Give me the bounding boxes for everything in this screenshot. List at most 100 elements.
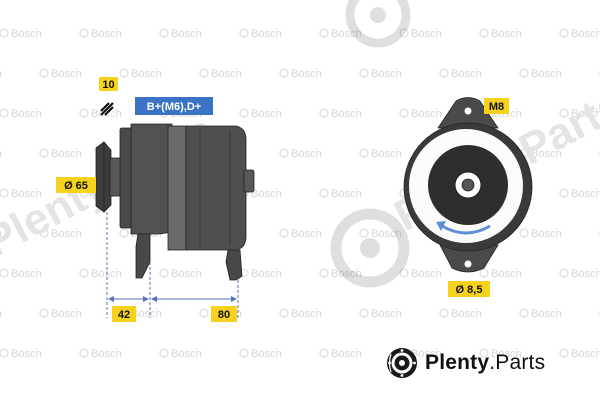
watermark-mark: Bosch xyxy=(159,268,202,280)
watermark-mark: Bosch xyxy=(79,28,122,40)
watermark-mark: Bosch xyxy=(479,28,522,40)
watermark-mark: Bosch xyxy=(159,28,202,40)
rear-terminal xyxy=(243,169,255,193)
dimension-lines xyxy=(106,212,239,318)
watermark-mark: Bosch xyxy=(439,308,482,320)
watermark-mark: Bosch xyxy=(39,68,82,80)
watermark-text: Bosch xyxy=(531,308,562,320)
watermark-mark: Bosch xyxy=(39,308,82,320)
bolt-tag: M8 xyxy=(484,98,509,114)
watermark-text: Bosch xyxy=(51,228,82,240)
dim-left-tag: 42 xyxy=(112,306,136,322)
watermark-mark: Bosch xyxy=(39,228,82,240)
watermark-mark: Bosch xyxy=(359,308,402,320)
watermark-text: Bosch xyxy=(531,68,562,80)
dim-right-tag: 80 xyxy=(211,306,237,322)
watermark-mark: Bosch xyxy=(79,268,122,280)
watermark-text: Bosch xyxy=(91,348,122,360)
hole-diameter-tag: Ø 8,5 xyxy=(448,281,490,297)
watermark-mark: Bosch xyxy=(39,148,82,160)
watermark-mark: Bosch xyxy=(279,308,322,320)
watermark-mark: Bosch xyxy=(519,228,562,240)
watermark-text: Bosch xyxy=(51,148,82,160)
watermark-mark: Bosch xyxy=(239,268,282,280)
watermark-text: Bosch xyxy=(371,148,402,160)
alternator-side-view xyxy=(95,123,255,318)
watermark-mark: Bosch xyxy=(319,188,362,200)
svg-text:Ø 8,5: Ø 8,5 xyxy=(456,284,483,296)
watermark-mark: Bosch xyxy=(239,28,282,40)
watermark-text: Bosch xyxy=(331,108,362,120)
watermark-mark: Bosch xyxy=(199,68,242,80)
watermark-text: Bosch xyxy=(251,348,282,360)
disc-watermark-left xyxy=(345,0,411,48)
watermark-mark: Bosch xyxy=(399,108,442,120)
watermark-text: Bosch xyxy=(171,268,202,280)
stator xyxy=(167,125,187,251)
watermark-text: Bosch xyxy=(491,28,522,40)
front-housing xyxy=(130,123,173,235)
watermark-text: Bosch xyxy=(251,108,282,120)
watermark-text: Bosch xyxy=(11,28,42,40)
svg-text:M8: M8 xyxy=(489,101,504,113)
brake-disc-icon xyxy=(387,348,417,378)
watermark-mark: Bosch xyxy=(399,28,442,40)
watermark-text: Bosch xyxy=(211,68,242,80)
watermark-text: Bosch xyxy=(251,268,282,280)
watermark-text: Bosch xyxy=(331,268,362,280)
watermark-text: Bosch xyxy=(0,228,2,240)
watermark-text: Bosch xyxy=(11,348,42,360)
watermark-text: Bosch xyxy=(371,228,402,240)
bottom-mount-lug xyxy=(439,244,499,273)
watermark-text: Bosch xyxy=(411,268,442,280)
svg-text:80: 80 xyxy=(218,309,230,321)
svg-text:10: 10 xyxy=(102,79,114,91)
watermark-mark: Bosch xyxy=(159,348,202,360)
watermark-mark: Bosch xyxy=(0,228,2,240)
quantity-tag: 10 xyxy=(99,77,118,91)
watermark-mark: Bosch xyxy=(559,28,600,40)
watermark-mark: Bosch xyxy=(559,268,600,280)
watermark-text: Bosch xyxy=(531,148,562,160)
alternator-front-view xyxy=(403,97,533,273)
pulley-diameter-tag: Ø 65 xyxy=(56,177,96,193)
watermark-mark: Bosch xyxy=(239,108,282,120)
mount-foot-right xyxy=(225,249,243,281)
watermark-mark: Bosch xyxy=(119,68,162,80)
watermark-text: Bosch xyxy=(451,308,482,320)
watermark-text: Bosch xyxy=(11,108,42,120)
disc-watermark-center xyxy=(330,208,410,288)
watermark-text: Bosch xyxy=(371,308,402,320)
watermark-text: Bosch xyxy=(491,348,522,360)
watermark-mark: Bosch xyxy=(279,68,322,80)
watermark-text: Bosch xyxy=(531,228,562,240)
watermark-text: Bosch xyxy=(571,188,600,200)
watermark-text: Bosch xyxy=(411,348,442,360)
watermark-text: Bosch xyxy=(411,108,442,120)
watermark-mark: Bosch xyxy=(359,68,402,80)
watermark-text: Bosch xyxy=(251,28,282,40)
watermark-text: Bosch xyxy=(11,268,42,280)
watermark-mark: Bosch xyxy=(479,348,522,360)
watermark-text: Bosch xyxy=(411,28,442,40)
pulley xyxy=(95,140,112,213)
watermark-mark: Bosch xyxy=(399,268,442,280)
watermark-mark: Bosch xyxy=(0,268,42,280)
watermark-text: Bosch xyxy=(0,308,2,320)
watermark-text: Bosch xyxy=(171,28,202,40)
watermark-mark: Bosch xyxy=(479,268,522,280)
watermark-mark: Bosch xyxy=(319,268,362,280)
watermark-text: Bosch xyxy=(251,188,282,200)
watermark-text: Bosch xyxy=(571,268,600,280)
watermark-mark: Bosch xyxy=(439,68,482,80)
watermark-mark: Bosch xyxy=(359,228,402,240)
watermark-mark: Bosch xyxy=(319,108,362,120)
watermark-text: Bosch xyxy=(291,308,322,320)
watermark-text: Bosch xyxy=(571,348,600,360)
watermark-mark: Bosch xyxy=(519,308,562,320)
watermark-mark: Bosch xyxy=(0,308,2,320)
watermark-text: Bosch xyxy=(291,68,322,80)
watermark-mark: Bosch xyxy=(0,348,42,360)
watermark-mark: Bosch xyxy=(279,148,322,160)
